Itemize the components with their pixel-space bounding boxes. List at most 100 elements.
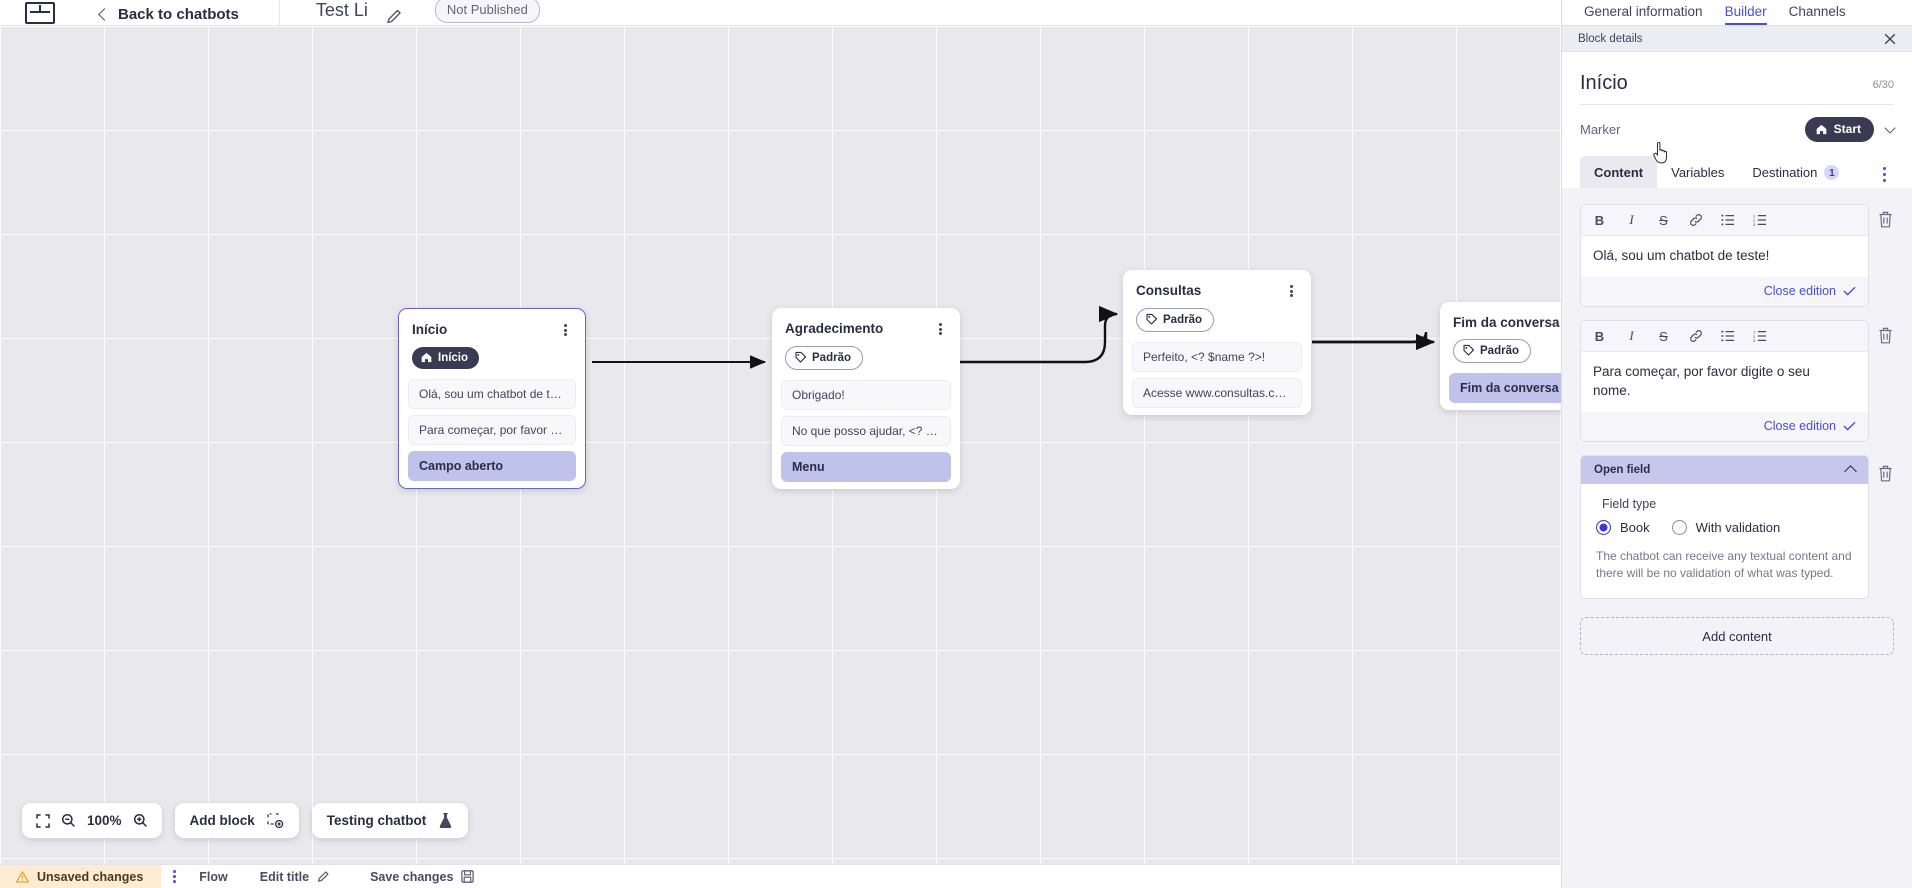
radio-book-input[interactable] [1596, 520, 1611, 535]
flow-label: Flow [199, 869, 228, 884]
check-icon [1843, 421, 1856, 431]
block-marker-pill[interactable]: Padrão [785, 346, 863, 370]
add-block-button[interactable]: Add block [174, 803, 299, 838]
block-item[interactable]: No que posso ajudar, <? $name ... [781, 416, 951, 446]
chevron-up-icon[interactable] [1844, 465, 1857, 478]
editor-text[interactable]: Para começar, por favor digite o seu nom… [1581, 352, 1831, 412]
strikethrough-icon[interactable]: S [1659, 212, 1668, 228]
block-marker-pill[interactable]: Início [412, 347, 480, 369]
trash-icon[interactable] [1877, 210, 1894, 229]
radio-with-validation-input[interactable] [1671, 520, 1687, 535]
unsaved-changes-label: Unsaved changes [37, 869, 144, 884]
block-item[interactable]: Menu [781, 452, 951, 482]
save-changes-button[interactable]: Save changes [370, 870, 475, 884]
editor-toolbar: B I S [1581, 321, 1868, 352]
italic-icon[interactable]: I [1629, 212, 1634, 227]
radio-option-book[interactable]: Book [1596, 520, 1650, 535]
link-icon[interactable] [1688, 213, 1703, 227]
tab-builder[interactable]: Builder [1724, 4, 1767, 25]
marker-start-pill[interactable]: Start [1804, 117, 1874, 142]
pencil-icon[interactable] [386, 8, 403, 25]
tab-general-information[interactable]: General information [1584, 4, 1703, 19]
flow-canvas[interactable]: Início Início Olá, sou um chatbot de tes… [0, 26, 1561, 864]
block-items: Fim da conversa [1440, 373, 1561, 403]
bullet-list-icon[interactable] [1720, 330, 1735, 342]
testing-chatbot-button[interactable]: Testing chatbot [311, 803, 469, 838]
flow-block-inicio[interactable]: Início Início Olá, sou um chatbot de tes… [398, 308, 586, 489]
block-header: Agradecimento [772, 308, 960, 337]
block-menu-icon[interactable] [1284, 283, 1298, 299]
block-item[interactable]: Obrigado! [781, 380, 951, 410]
edit-title-label: Edit title [259, 869, 310, 884]
flow-block-fim-da-conversa[interactable]: Fim da conversa Padrão Fim da conversa [1440, 302, 1561, 410]
open-field-body: Field type Book With validation The [1581, 484, 1868, 598]
bullet-list-icon[interactable] [1720, 214, 1735, 226]
open-field-description: The chatbot can receive any textual cont… [1596, 549, 1852, 580]
block-item[interactable]: Acesse www.consultas.com par... [1132, 378, 1302, 408]
block-header: Consultas [1123, 270, 1311, 299]
add-content-button[interactable]: Add content [1580, 617, 1894, 655]
block-menu-icon[interactable] [933, 321, 947, 337]
italic-icon[interactable]: I [1629, 328, 1634, 343]
tab-variables[interactable]: Variables [1657, 156, 1738, 188]
close-edition-button[interactable]: Close edition [1763, 284, 1836, 298]
publish-status-badge: Not Published [434, 0, 540, 23]
pencil-icon [317, 871, 329, 882]
block-items: Obrigado! No que posso ajudar, <? $name … [772, 380, 960, 482]
svg-text:1: 1 [1753, 214, 1756, 218]
bot-title: Test Li [315, 0, 368, 20]
block-marker-pill[interactable]: Padrão [1453, 339, 1531, 363]
flow-block-consultas[interactable]: Consultas Padrão Perfeito, <? $name ?>! … [1123, 270, 1311, 415]
numbered-list-icon[interactable]: 1 2 3 [1752, 330, 1767, 342]
close-edition-button[interactable]: Close edition [1763, 419, 1836, 433]
save-disk-icon [461, 870, 475, 883]
link-icon[interactable] [1688, 329, 1703, 343]
flow-connectors [592, 305, 1436, 369]
unsaved-changes-indicator: Unsaved changes [0, 864, 162, 888]
radio-book-label: Book [1620, 520, 1650, 535]
more-vertical-icon[interactable] [161, 865, 187, 888]
block-item[interactable]: Olá, sou um chatbot de teste! [408, 379, 576, 409]
zoom-in-icon[interactable] [133, 813, 148, 828]
block-item[interactable]: Fim da conversa [1449, 373, 1561, 403]
block-item[interactable]: Campo aberto [408, 451, 576, 481]
block-item[interactable]: Perfeito, <? $name ?>! [1132, 342, 1302, 372]
tab-content[interactable]: Content [1580, 156, 1658, 188]
block-name[interactable]: Início [1580, 72, 1628, 94]
trash-icon[interactable] [1877, 464, 1894, 483]
rich-text-editor[interactable]: B I S [1580, 204, 1869, 307]
edit-title-button[interactable]: Edit title [260, 870, 330, 884]
zoom-out-icon[interactable] [61, 813, 76, 828]
open-field-header[interactable]: Open field [1581, 456, 1868, 484]
rich-text-editor[interactable]: B I S [1580, 320, 1869, 442]
bold-icon[interactable]: B [1594, 212, 1605, 228]
app-logo-icon[interactable] [22, 0, 58, 25]
numbered-list-icon[interactable]: 1 2 3 [1752, 214, 1767, 226]
more-vertical-icon[interactable] [1874, 160, 1894, 188]
chevron-down-icon[interactable] [1884, 121, 1896, 134]
fit-screen-icon[interactable] [36, 813, 50, 828]
marker-control: Start [1804, 117, 1896, 142]
bold-icon[interactable]: B [1594, 328, 1605, 344]
editor-text[interactable]: Olá, sou um chatbot de teste! [1581, 236, 1868, 277]
status-bar: Unsaved changes Flow Edit title Save cha… [0, 864, 1561, 888]
radio-option-with-validation[interactable]: With validation [1671, 520, 1780, 535]
tab-channels[interactable]: Channels [1788, 4, 1846, 19]
block-marker-label: Início [438, 351, 469, 364]
panel-tabs: General information Builder Channels [1562, 0, 1912, 26]
trash-icon[interactable] [1877, 326, 1894, 345]
block-marker-pill[interactable]: Padrão [1136, 308, 1214, 332]
block-item[interactable]: Para começar, por favor digite o ... [408, 415, 576, 445]
flow-button[interactable]: Flow [199, 870, 227, 884]
strikethrough-icon[interactable]: S [1659, 328, 1668, 344]
block-title: Fim da conversa [1453, 315, 1560, 330]
back-to-chatbots-button[interactable]: Back to chatbots [98, 0, 239, 25]
tab-destination[interactable]: Destination 1 [1738, 156, 1853, 188]
editor-footer: Close edition [1581, 277, 1868, 306]
block-menu-icon[interactable] [558, 322, 572, 338]
block-name-row: Início 6/30 [1580, 52, 1894, 105]
flow-block-agradecimento[interactable]: Agradecimento Padrão Obrigado! No que po… [772, 308, 960, 489]
content-scroll-area[interactable]: B I S [1562, 188, 1912, 884]
close-icon[interactable] [1882, 31, 1898, 47]
